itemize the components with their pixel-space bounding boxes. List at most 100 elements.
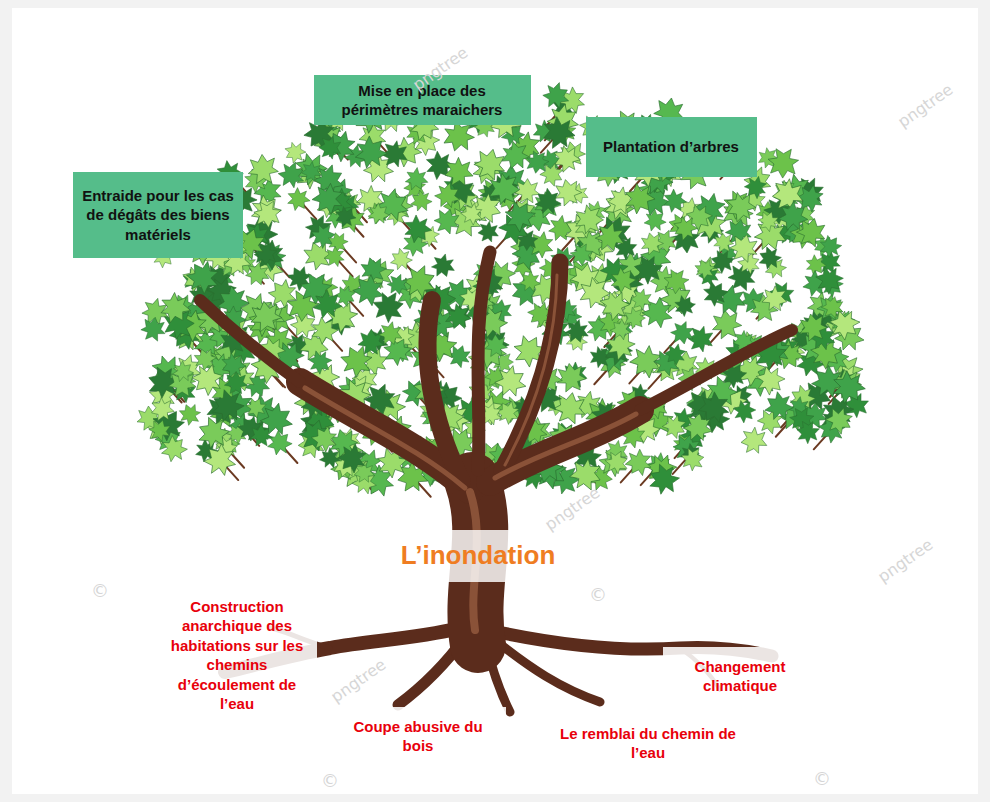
action-box: Plantation d’arbres xyxy=(586,117,757,177)
cause-box: Changement climatique xyxy=(663,647,818,705)
leaf xyxy=(147,417,173,443)
leaf xyxy=(606,263,640,297)
problem-text: L’inondation xyxy=(401,540,556,571)
leaf xyxy=(794,418,820,445)
leaf xyxy=(477,220,499,243)
leaf xyxy=(631,253,664,287)
leaf xyxy=(693,388,733,428)
leaf xyxy=(603,448,631,477)
leaf xyxy=(592,221,627,255)
leaf xyxy=(336,341,377,381)
leaf xyxy=(332,204,358,231)
leaf xyxy=(243,394,269,420)
leaf xyxy=(816,232,846,261)
leaf xyxy=(319,136,341,159)
cause-text: Construction anarchique des habitations … xyxy=(165,597,309,714)
leaf xyxy=(402,165,431,194)
leaf xyxy=(639,230,666,256)
leaf xyxy=(540,79,573,113)
leaf xyxy=(491,361,532,402)
leaf xyxy=(500,196,540,235)
cause-text: Coupe abusive du bois xyxy=(339,717,498,756)
leaf xyxy=(347,269,389,310)
copyright-mark: © xyxy=(589,584,607,605)
leaf xyxy=(156,289,196,328)
leaf xyxy=(727,231,761,263)
leaf xyxy=(194,413,233,453)
copyright-mark: © xyxy=(813,768,831,789)
leaf xyxy=(645,460,683,499)
leaf xyxy=(350,130,393,173)
copyright-mark: © xyxy=(91,580,109,601)
leaf xyxy=(669,321,695,347)
leaf xyxy=(760,284,789,314)
leaf xyxy=(516,267,544,295)
leaf xyxy=(247,153,279,184)
leaf xyxy=(671,292,699,319)
leaf xyxy=(740,173,770,203)
problem-box: L’inondation xyxy=(343,530,613,582)
leaf xyxy=(625,307,646,329)
leaf xyxy=(140,315,168,342)
leaf xyxy=(760,387,797,425)
leaf xyxy=(148,395,176,424)
leaf xyxy=(207,385,248,427)
leaf xyxy=(555,361,588,393)
leaf xyxy=(570,244,594,267)
leaf xyxy=(399,211,436,247)
leaf xyxy=(489,173,521,206)
leaf xyxy=(224,371,248,393)
leaf xyxy=(575,204,604,234)
tree-twigs xyxy=(164,96,848,497)
leaf xyxy=(739,426,768,456)
leaf xyxy=(755,208,781,233)
tree-leaves xyxy=(136,77,871,501)
leaf xyxy=(680,446,706,472)
cause-text: Le remblai du chemin de l’eau xyxy=(544,724,753,763)
leaf xyxy=(281,139,308,167)
leaf xyxy=(755,243,783,272)
leaf xyxy=(708,247,735,275)
leaf xyxy=(663,269,690,294)
leaf xyxy=(407,187,435,215)
action-box: Entraide pour les cas de dégâts des bien… xyxy=(73,172,243,258)
leaf xyxy=(333,440,372,479)
leaf xyxy=(186,359,228,401)
leaf xyxy=(539,113,578,153)
leaf xyxy=(771,178,804,212)
leaf xyxy=(699,277,732,309)
leaf xyxy=(692,256,718,281)
leaf xyxy=(169,357,197,385)
leaf xyxy=(307,422,341,456)
cause-box: Le remblai du chemin de l’eau xyxy=(536,715,761,771)
leaf xyxy=(774,197,813,236)
leaf xyxy=(457,199,486,228)
leaf xyxy=(321,244,348,271)
cause-text: Changement climatique xyxy=(671,657,810,696)
leaf xyxy=(729,396,759,426)
leaf xyxy=(670,213,701,244)
leaf xyxy=(386,273,410,296)
leaf xyxy=(300,161,322,183)
leaf xyxy=(181,256,224,298)
leaf xyxy=(820,294,846,319)
leaf xyxy=(713,232,735,253)
leaf xyxy=(429,252,458,280)
leaf xyxy=(283,185,313,215)
leaf xyxy=(432,206,463,236)
leaf xyxy=(498,139,532,172)
leaf xyxy=(264,275,302,313)
leaf xyxy=(256,398,298,441)
leaf xyxy=(552,390,589,425)
leaf xyxy=(797,311,829,342)
action-text: Plantation d’arbres xyxy=(603,137,739,157)
leaf xyxy=(253,201,282,229)
leaf xyxy=(811,262,848,299)
cause-box: Construction anarchique des habitations … xyxy=(157,575,317,735)
leaf xyxy=(432,179,465,212)
cause-box: Coupe abusive du bois xyxy=(331,707,506,765)
leaf xyxy=(659,411,690,442)
leaf xyxy=(595,286,634,325)
leaf xyxy=(191,345,219,373)
